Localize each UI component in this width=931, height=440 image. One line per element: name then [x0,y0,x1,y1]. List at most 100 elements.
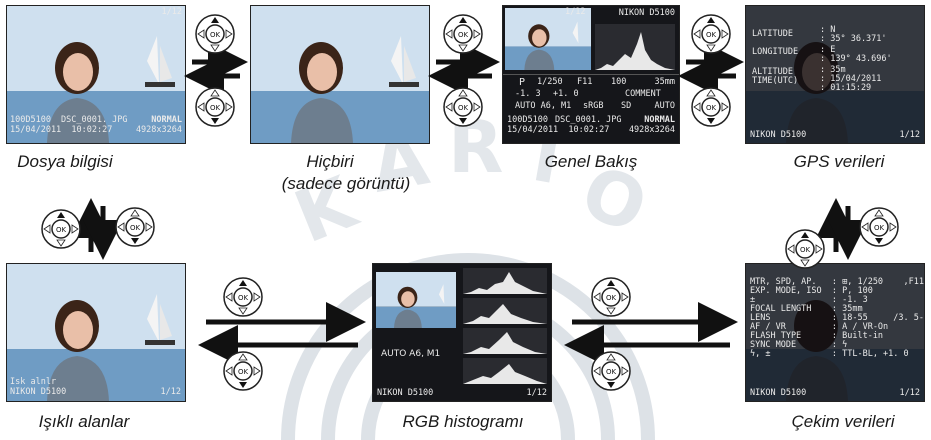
svg-text:OK: OK [706,104,717,112]
shooting-line: ϟ, ± : TTL-BL, +1. 0 [750,349,909,359]
gps-value: : N [820,25,836,35]
svg-text:OK: OK [458,31,469,39]
gps-value: : 15/04/2011 [820,74,882,84]
white-balance: AUTO A6, M1 [515,101,572,111]
svg-text:OK: OK [130,224,141,232]
shooting-line: LENS : 18-55 /3. 5-5. 6 [750,313,924,323]
multi-selector-down-icon: OK [222,350,264,397]
multi-selector-down-icon: OK [442,86,484,133]
aperture: F11 [577,77,593,87]
screen-overview: 1/12 NIKON D5100 P 1/250 F11 100 35mm -1… [502,5,680,144]
multi-selector-down-icon: OK [590,350,632,397]
quality: NORMAL [644,115,675,125]
gps-label-longitude: LONGITUDE [752,47,799,57]
exposure-comp: -1. 3 [515,89,541,99]
focal-length: 35mm [654,77,675,87]
shooting-line: FOCAL LENGTH : 35mm [750,304,863,314]
gps-value: : 35° 36.371' [820,34,887,44]
multi-selector-up-icon: OK [690,13,732,60]
multi-selector-down-icon: OK [194,86,236,133]
caption-highlights: Işıklı alanlar [38,412,130,431]
svg-text:OK: OK [706,31,717,39]
quality: NORMAL [151,115,182,125]
comment: COMMENT [625,89,661,99]
histogram [595,24,675,70]
caption-file-info: Dosya bilgisi [17,152,113,171]
shooting-line: SYNC MODE : ϟ [750,340,848,350]
shooting-line: FLASH TYPE : Built-in [750,331,884,341]
screen-gps: LATITUDE LONGITUDE ALTITUDE TIME(UTC) : … [745,5,925,144]
caption-none-sub: (sadece görüntü) [281,174,411,193]
date-time: 15/04/2011 10:02:27 [507,125,610,135]
gps-value: : 139° 43.696' [820,54,892,64]
camera-model: NIKON D5100 [750,388,807,398]
svg-text:OK: OK [238,368,249,376]
caption-rgb: RGB histogramı [402,412,524,431]
picture-control: SD [621,101,632,111]
multi-selector-up-icon: OK [784,228,826,275]
image-size: 4928x3264 [628,125,675,135]
photo-scene [376,272,456,328]
caption-overview: Genel Bakış [544,152,638,171]
shooting-line: EXP. MODE, ISO : P, 100 [750,286,873,296]
active-d-lighting: AUTO [654,101,675,111]
camera-model: NIKON D5100 [377,388,434,398]
gps-value: : 01:15:29 [820,83,872,93]
shooting-mode: P [519,77,526,88]
folder-name: 100D5100 [10,115,51,125]
gps-label-latitude: LATITUDE [752,29,793,39]
svg-text:OK: OK [874,224,885,232]
svg-text:OK: OK [606,368,617,376]
frame-counter: 1/12 [161,7,182,17]
photo-scene [251,6,429,143]
histogram-green [463,328,547,354]
frame-counter: 1/12 [160,387,181,397]
multi-selector-up-icon: OK [222,276,264,323]
screen-file-info: 1/12 100D5100 DSC_0001. JPG NORMAL 15/04… [6,5,186,144]
file-name: DSC_0001. JPG [555,115,622,125]
multi-selector-up-icon: OK [590,276,632,323]
white-balance: AUTO A6, M1 [381,349,441,359]
svg-text:OK: OK [210,104,221,112]
caption-gps: GPS verileri [793,152,885,171]
multi-selector-up-icon: OK [40,208,82,255]
frame-counter: 1/12 [899,388,920,398]
color-space: sRGB [583,101,604,111]
iso: 100 [611,77,627,87]
screen-shooting-data: MTR, SPD, AP. : ⊞, 1/250 ,F11 EXP. MODE,… [745,263,925,402]
caption-none: Hiçbiri [306,152,354,171]
svg-text:OK: OK [606,294,617,302]
photo-scene [7,6,185,143]
svg-text:OK: OK [238,294,249,302]
svg-text:OK: OK [56,226,67,234]
shooting-line: AF / VR : A / VR-On [750,322,889,332]
date-time: 15/04/2011 10:02:27 [10,125,113,135]
camera-model: NIKON D5100 [10,387,67,397]
multi-selector-down-icon: OK [114,206,156,253]
histogram-luminance [463,268,547,294]
image-size: 4928x3264 [135,125,182,135]
histogram-blue [463,358,547,384]
frame-counter: 1/12 [565,7,586,17]
highlights-label: Isk alnlr [10,377,57,387]
shutter-speed: 1/250 [537,77,563,87]
photo-scene [505,8,591,70]
gps-value: : E [820,45,836,55]
frame-counter: 1/12 [526,388,547,398]
camera-model: NIKON D5100 [750,130,807,140]
svg-text:OK: OK [458,104,469,112]
svg-text:OK: OK [210,31,221,39]
multi-selector-down-icon: OK [858,206,900,253]
frame-counter: 1/12 [899,130,920,140]
gps-label-time: TIME(UTC) [752,76,799,86]
file-name: DSC_0001. JPG [61,115,128,125]
svg-text:OK: OK [800,246,811,254]
multi-selector-up-icon: OK [194,13,236,60]
gps-label-altitude: ALTITUDE [752,67,793,77]
screen-highlights: Isk alnlr NIKON D5100 1/12 [6,263,186,402]
photo-scene [7,264,185,401]
histogram-red [463,298,547,324]
folder-name: 100D5100 [507,115,548,125]
shooting-line: MTR, SPD, AP. : ⊞, 1/250 ,F11 [750,277,924,287]
multi-selector-down-icon: OK [690,86,732,133]
